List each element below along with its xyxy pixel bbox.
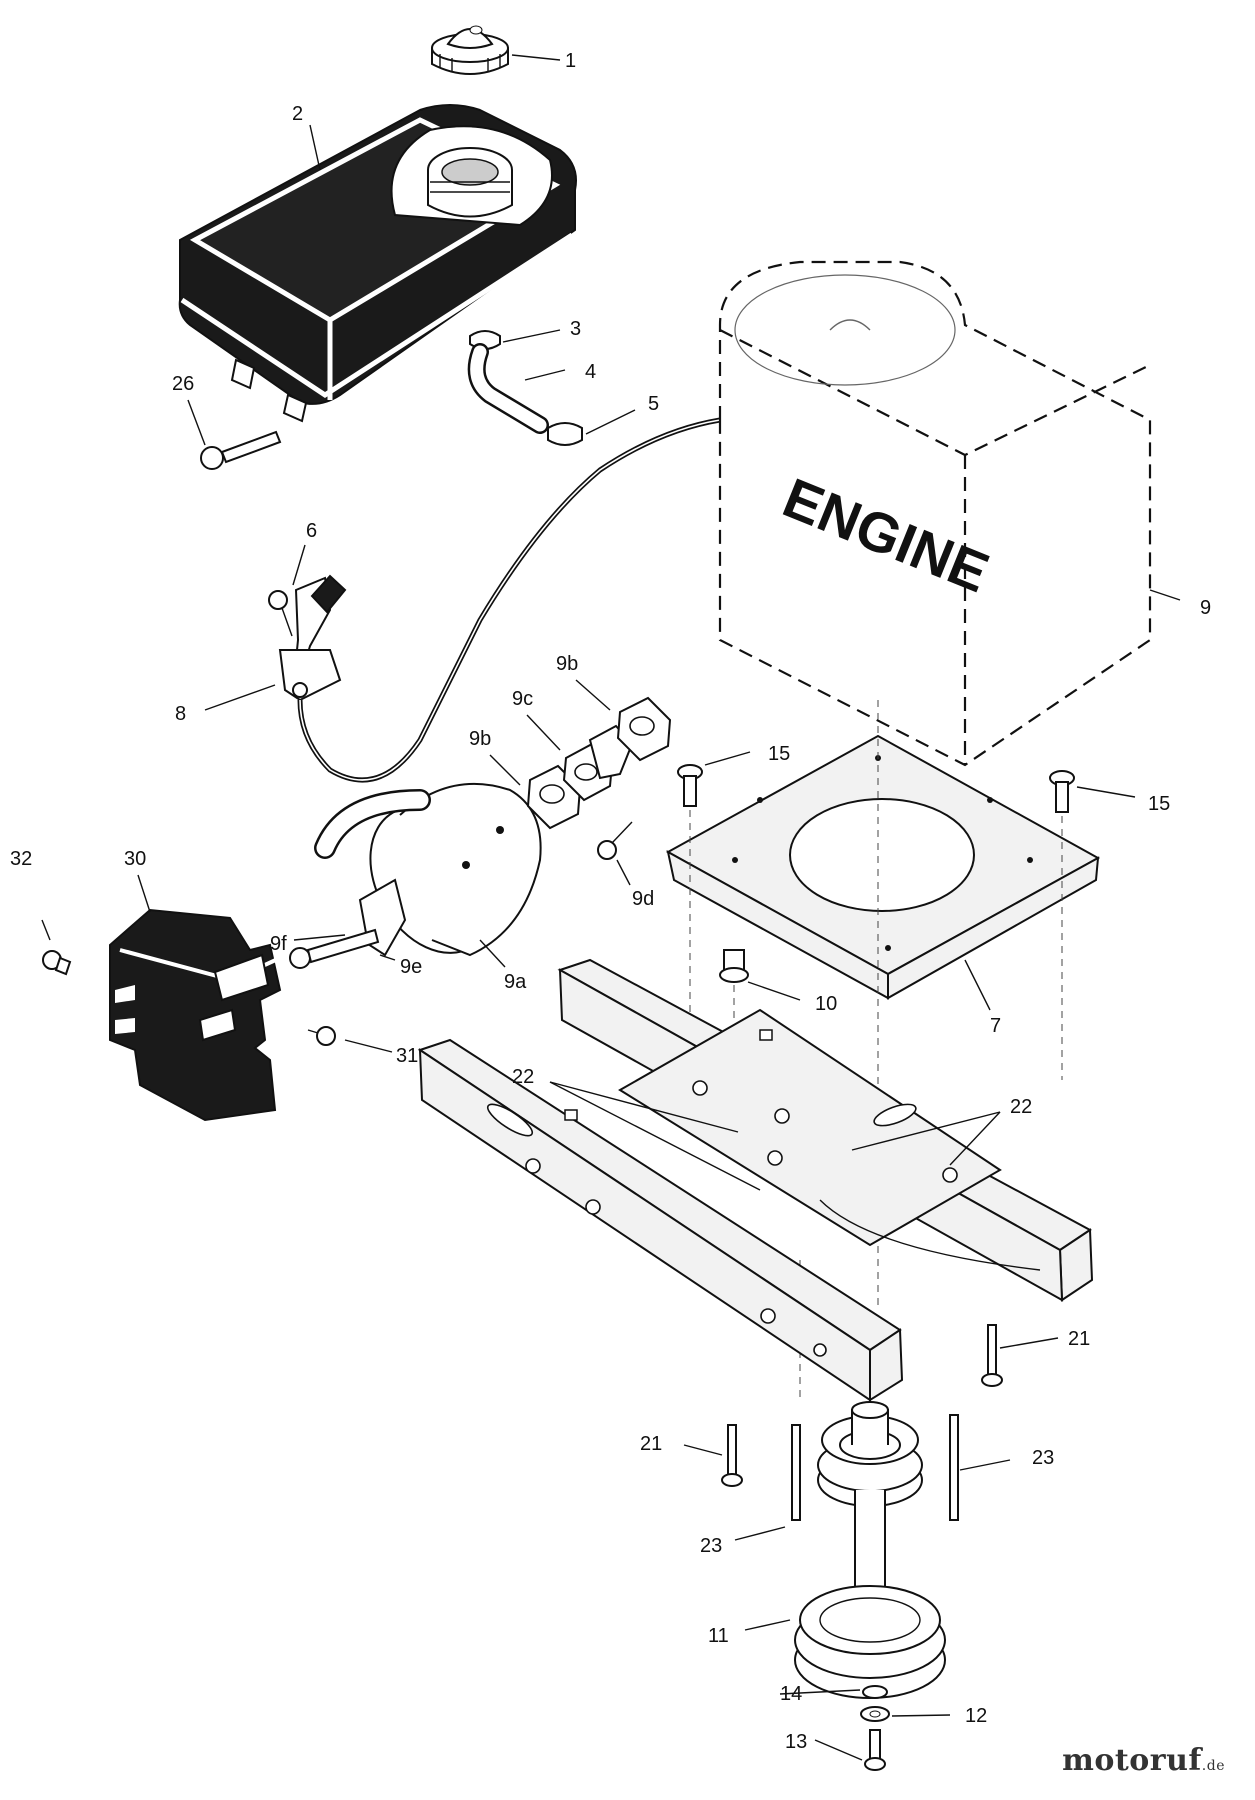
callout-9a: 9a <box>504 971 527 993</box>
muffler-icon <box>314 782 542 957</box>
throttle-control-icon <box>268 574 347 702</box>
callout-6: 6 <box>306 520 317 542</box>
callout-9e: 9e <box>400 956 422 978</box>
callout-9c: 9c <box>512 688 533 710</box>
callout-26: 26 <box>172 373 194 395</box>
callout-15-right: 15 <box>1148 793 1170 815</box>
callout-1: 1 <box>565 50 576 72</box>
throttle-cable-icon <box>297 417 721 783</box>
bolt-icon <box>42 950 336 1046</box>
watermark-tld: .de <box>1201 1758 1225 1774</box>
callout-2: 2 <box>292 103 303 125</box>
fuel-tank-icon <box>178 104 577 423</box>
bolt-icon <box>864 1729 886 1771</box>
callout-14: 14 <box>780 1683 802 1705</box>
heat-shield-icon <box>109 908 282 1122</box>
bolt-icon <box>289 928 380 969</box>
nut-icon <box>719 949 749 983</box>
callout-9b-right: 9b <box>556 653 578 675</box>
callout-11: 11 <box>708 1625 729 1647</box>
callout-9b-left: 9b <box>469 728 491 750</box>
callout-7: 7 <box>990 1015 1001 1037</box>
callout-15-left: 15 <box>768 743 790 765</box>
bolt-icon <box>677 764 1075 813</box>
bolt-icon <box>200 430 282 470</box>
callout-23-left: 23 <box>700 1535 722 1557</box>
callout-8: 8 <box>175 703 186 725</box>
bolt-icon <box>721 1324 1003 1487</box>
callout-3: 3 <box>570 318 581 340</box>
bolt-icon <box>791 1414 959 1521</box>
frame-icon <box>417 958 1094 1402</box>
callout-12: 12 <box>965 1705 987 1727</box>
callout-22-right: 22 <box>1010 1096 1032 1118</box>
gasket-icon <box>526 696 672 830</box>
fuel-line-icon <box>467 343 549 434</box>
callout-31: 31 <box>396 1045 418 1067</box>
watermark: motoruf.de <box>1062 1743 1225 1778</box>
callout-22-left: 22 <box>512 1066 534 1088</box>
fuel-cap-icon <box>431 25 509 75</box>
callout-13: 13 <box>785 1731 807 1753</box>
engine-mount-plate-icon <box>665 734 1101 1000</box>
callout-30: 30 <box>124 848 146 870</box>
washer-icon <box>862 1685 888 1699</box>
callout-5: 5 <box>648 393 659 415</box>
callout-labels: 1 2 3 4 5 26 6 8 9 9b 9c 9b 15 15 32 30 … <box>10 50 1211 1753</box>
leader-lines <box>41 54 1181 1761</box>
callout-21-left: 21 <box>640 1433 662 1455</box>
callout-9d: 9d <box>632 888 654 910</box>
callout-23-right: 23 <box>1032 1447 1054 1469</box>
callout-32: 32 <box>10 848 32 870</box>
engine-icon: ENGINE <box>718 260 1152 767</box>
watermark-brand: motoruf <box>1062 1743 1202 1778</box>
bolt-icon <box>597 821 633 860</box>
callout-4: 4 <box>585 361 596 383</box>
callout-9f: 9f <box>270 933 287 955</box>
callout-10: 10 <box>815 993 837 1015</box>
pulley-icon <box>794 1401 946 1699</box>
nut-icon <box>860 1706 890 1722</box>
callout-9: 9 <box>1200 597 1211 619</box>
callout-21-right: 21 <box>1068 1328 1090 1350</box>
